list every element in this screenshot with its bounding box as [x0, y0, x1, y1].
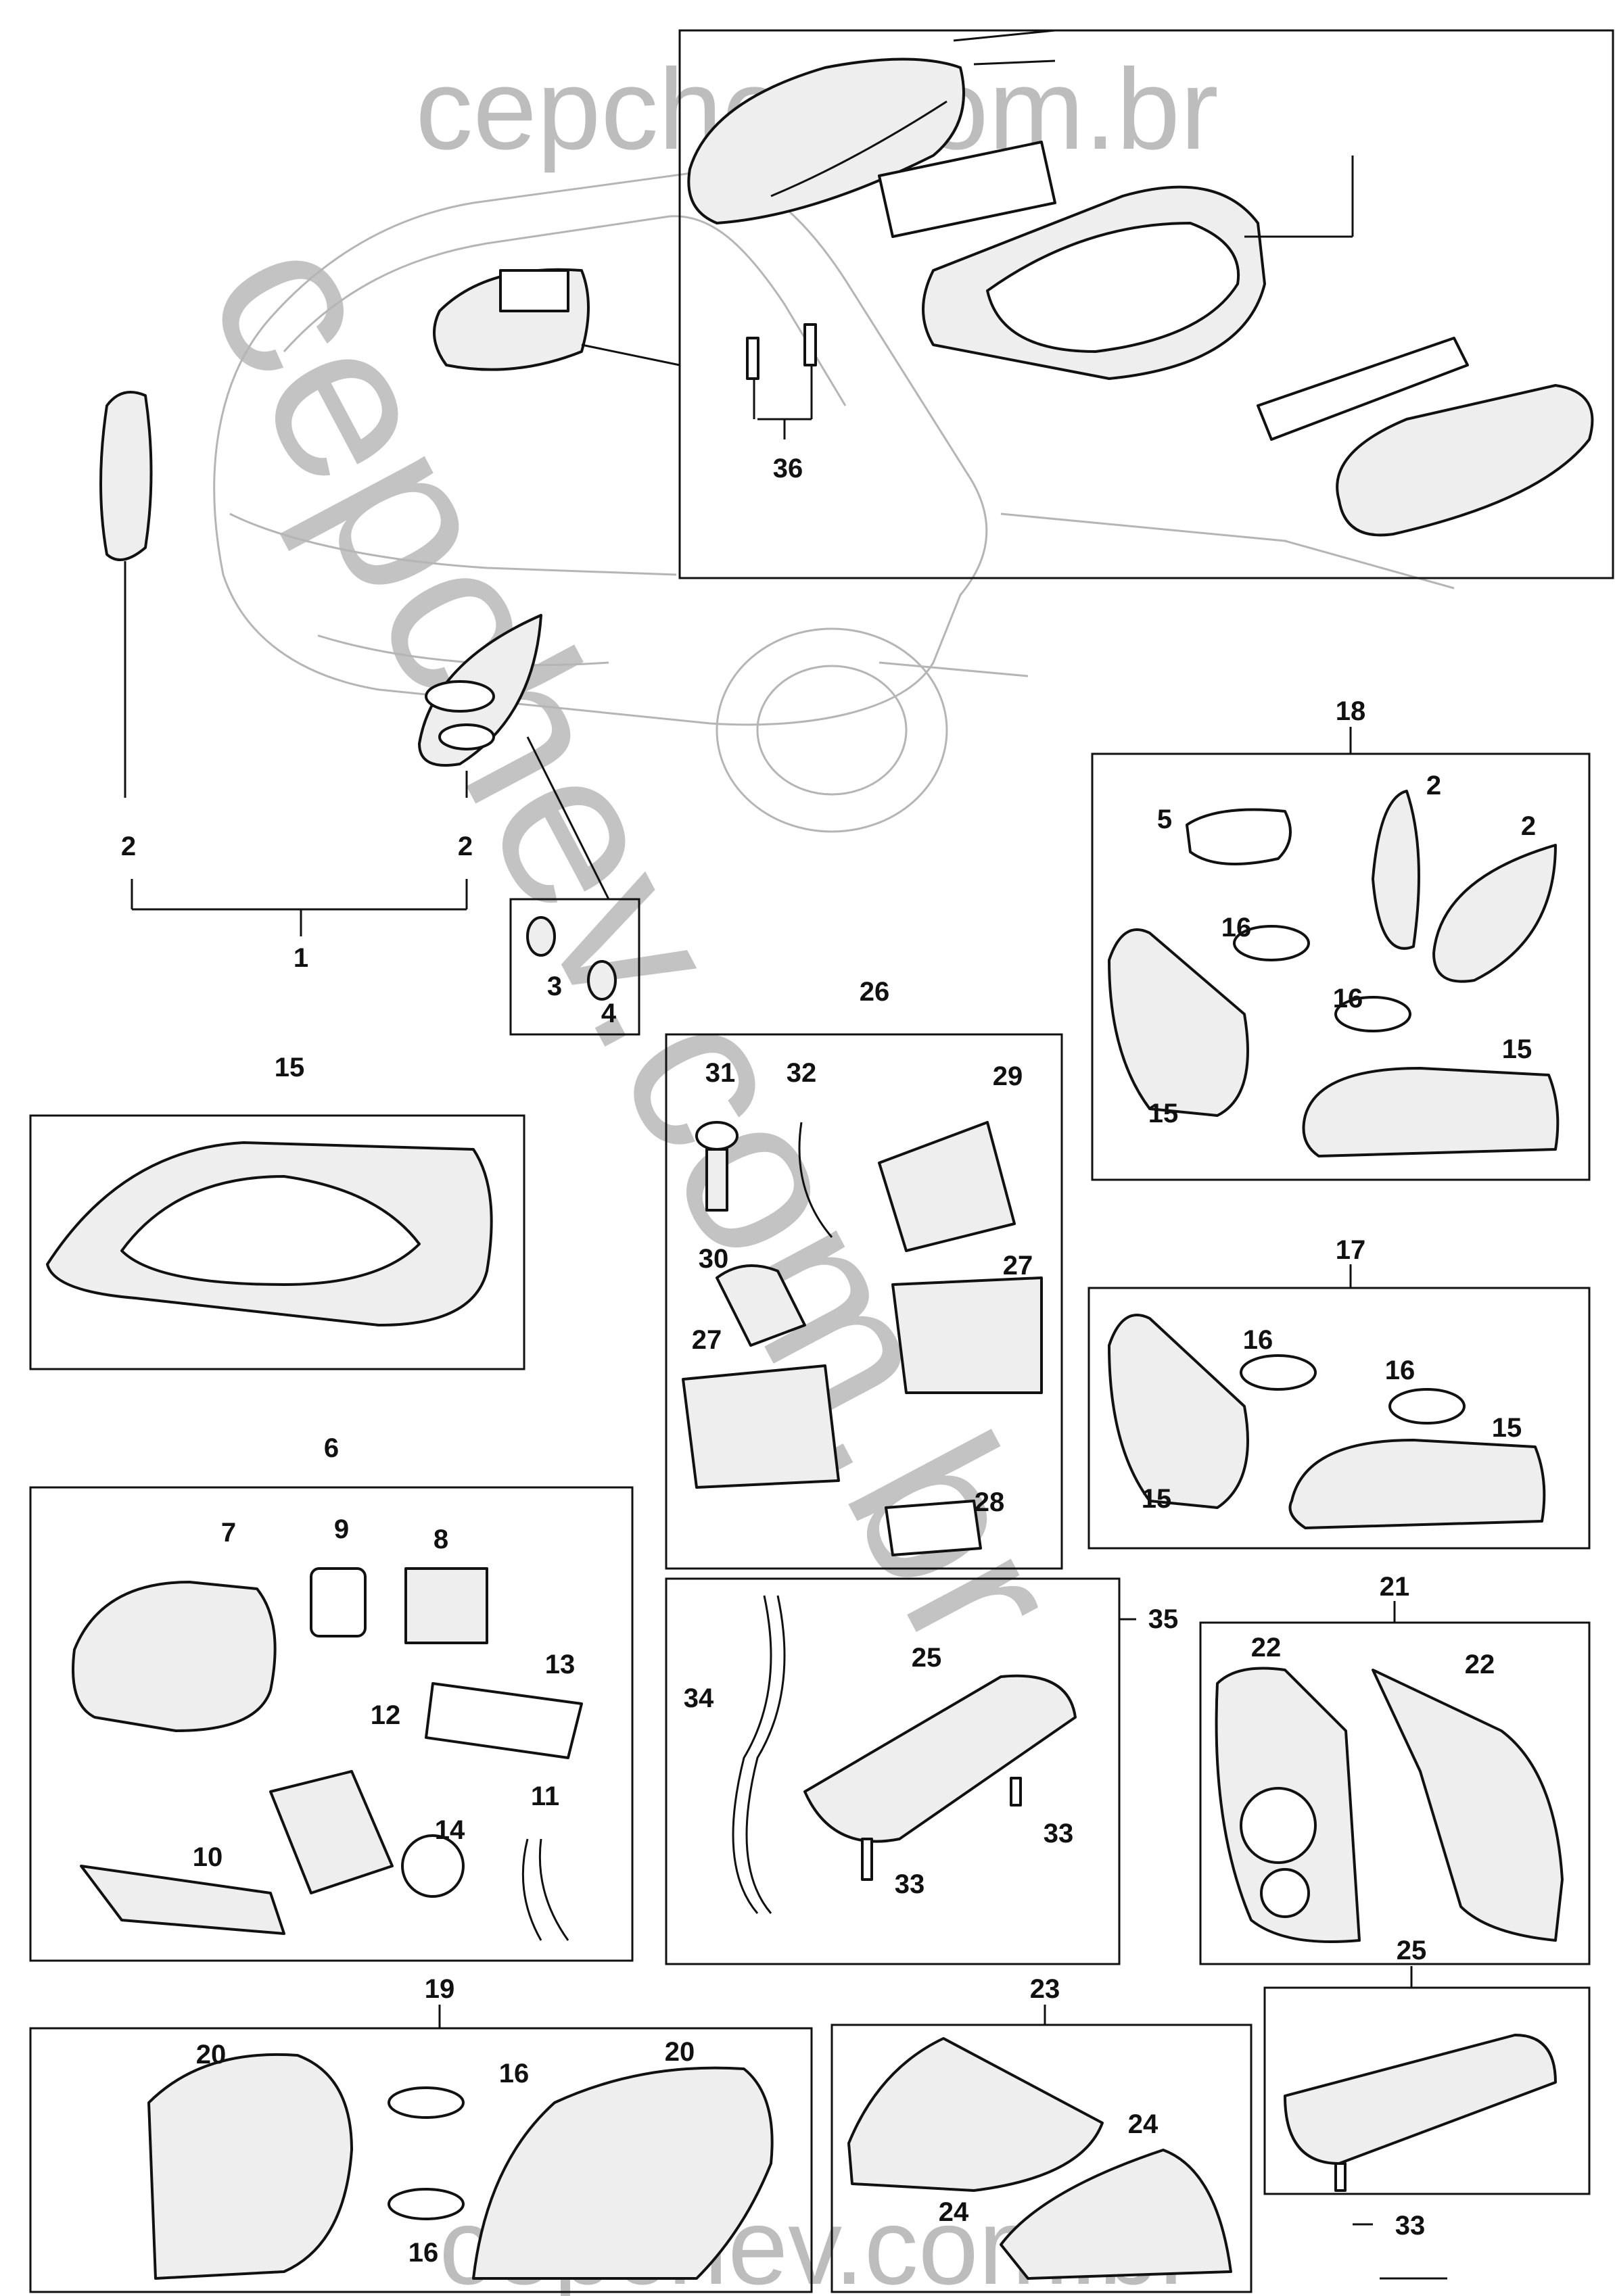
- callout-35: 35: [1148, 1604, 1179, 1634]
- callout-17: 17: [1336, 1235, 1366, 1265]
- callout-12: 12: [371, 1700, 401, 1730]
- callout-10: 10: [193, 1842, 223, 1872]
- callout-26: 26: [860, 977, 890, 1007]
- callout-16-panel17-b: 16: [1385, 1356, 1415, 1385]
- callout-11: 11: [531, 1781, 559, 1811]
- callout-28: 28: [975, 1487, 1005, 1517]
- rear-corner-lamp: [418, 614, 610, 900]
- callout-5: 5: [1157, 805, 1172, 834]
- panel-stop-lamp-25: [1263, 1966, 1591, 2280]
- callout-16-panel18-a: 16: [1221, 913, 1252, 942]
- callout-29: 29: [993, 1061, 1023, 1091]
- callout-16-panel19-a: 16: [499, 2059, 530, 2088]
- callout-21: 21: [1380, 1572, 1410, 1602]
- panel-fog-parts-26: [665, 1033, 1063, 1570]
- callout-7: 7: [221, 1518, 236, 1548]
- callout-2-left: 2: [121, 832, 136, 861]
- bracket-item-1: [131, 879, 468, 936]
- callout-34: 34: [684, 1683, 714, 1713]
- callout-25-panel35: 25: [912, 1643, 942, 1673]
- brake-light-on-car: [433, 268, 680, 371]
- callout-36: 36: [773, 454, 803, 483]
- panel-tail-lenses-23: [830, 2005, 1253, 2293]
- callout-30: 30: [699, 1244, 729, 1274]
- panel-headlamp-15: [29, 1114, 525, 1370]
- callout-27-left: 27: [692, 1325, 722, 1355]
- callout-13: 13: [545, 1650, 576, 1679]
- callout-1: 1: [294, 943, 308, 973]
- panel-fog-kit-6: [29, 1486, 634, 1962]
- callout-8: 8: [434, 1525, 448, 1554]
- callout-19: 19: [425, 1974, 455, 2004]
- panel-stop-lamp-exploded: [678, 29, 1614, 579]
- panel-headlamp-set-17: [1087, 1264, 1591, 1550]
- callout-2-panel18-b: 2: [1521, 811, 1536, 841]
- panel-bulbs-3-4: [509, 898, 640, 1036]
- callout-33-panel35-b: 33: [895, 1869, 925, 1899]
- callout-15-panel18-a: 15: [1502, 1034, 1532, 1064]
- callout-9: 9: [334, 1514, 349, 1544]
- callout-20-right: 20: [665, 2037, 695, 2067]
- callout-31: 31: [705, 1058, 736, 1088]
- callout-16-panel18-b: 16: [1333, 984, 1363, 1013]
- callout-20-left: 20: [196, 2040, 227, 2070]
- callout-33-right-panel: 33: [1395, 2211, 1426, 2241]
- callout-16-panel19-b: 16: [408, 2238, 439, 2268]
- callout-24-right: 24: [1128, 2109, 1158, 2139]
- callout-15-panel17-b: 15: [1142, 1484, 1172, 1514]
- callout-4: 4: [601, 999, 617, 1028]
- callout-24-left: 24: [939, 2197, 969, 2227]
- callout-3: 3: [547, 972, 562, 1001]
- callout-32: 32: [787, 1058, 817, 1088]
- callout-16-panel17-a: 16: [1243, 1325, 1273, 1355]
- callout-14: 14: [435, 1815, 465, 1845]
- panel-headlamp-set-18: [1091, 727, 1591, 1181]
- callout-33-panel35-a: 33: [1044, 1819, 1074, 1848]
- callout-22-left: 22: [1251, 1633, 1282, 1663]
- callout-23: 23: [1030, 1974, 1060, 2004]
- panel-tail-lamps-21: [1199, 1601, 1591, 1965]
- callout-2-panel18-a: 2: [1426, 771, 1441, 800]
- panel-headlamps-19: [29, 2005, 813, 2293]
- callout-18: 18: [1336, 696, 1366, 726]
- vehicle-outline: [213, 171, 1455, 833]
- callout-15-panel17-a: 15: [1492, 1413, 1522, 1443]
- callout-25-right-panel: 25: [1397, 1936, 1427, 1965]
- callout-27-right: 27: [1003, 1251, 1033, 1281]
- callout-15-panel-headlamp: 15: [275, 1053, 305, 1082]
- callout-6: 6: [324, 1433, 339, 1463]
- callout-22-right: 22: [1465, 1650, 1495, 1679]
- callout-15-panel18-b: 15: [1148, 1099, 1179, 1128]
- panel-stop-lamp-35: [665, 1577, 1136, 1965]
- callout-2-corner: 2: [458, 832, 473, 861]
- side-lamp: [99, 391, 153, 798]
